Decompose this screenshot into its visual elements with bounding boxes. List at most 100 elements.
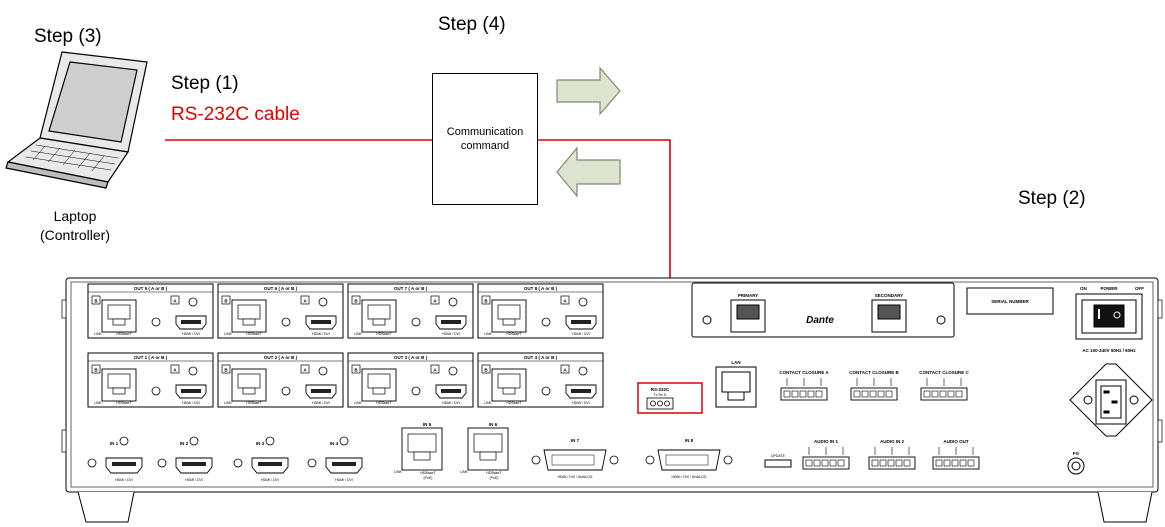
hdmi-pins [181,320,201,324]
output-label: OUT 4 ( A or B ) [524,355,558,360]
hdmi-label: HDMI / DVI [442,401,460,405]
contact-closure-a: CONTACT CLOSURE A [779,370,829,401]
terminal-slot [799,390,807,398]
screw [339,436,349,446]
indicator [151,317,161,327]
badge-a-text: A [303,299,307,304]
hdbaset-inner [367,373,391,389]
hdmi-pins [258,462,282,466]
laptop-caption-line2: (Controller) [39,227,110,243]
terminal-slot [807,390,815,398]
badge-a [560,295,570,305]
input-label: IN 7 [571,438,580,443]
screw [578,297,588,307]
hdmi-label: HDMI / DVI [442,332,460,336]
dvi-label: HDMI / DVI / ANALOG [557,475,592,479]
update-port [764,459,792,468]
output-label: OUT 6 ( A or B ) [264,286,298,291]
terminal-slot [959,459,967,467]
hdmi-pins [181,389,201,393]
terminal-slot [783,390,791,398]
lan-port [715,366,757,408]
audio-in-1-label: AUDIO IN 1 [814,439,839,444]
screw-left [645,455,655,465]
input-label: IN 5 [423,422,432,427]
secondary-label: SECONDARY [875,293,904,298]
badge-b-text: B [354,368,358,373]
serial-plate [966,287,1054,315]
hdmi-label: HDMI / DVI [182,332,200,336]
link-label: LINK [94,332,102,336]
terminal-slot [931,390,939,398]
lan-tab [413,451,431,461]
hdbaset-inner [367,304,391,320]
terminal-slot [943,459,951,467]
link-label: LINK [224,401,232,405]
hdbaset-tab [242,318,256,326]
hdmi-label: HDMI / DVI [335,478,353,482]
hdbaset-label: HDBaseT [506,332,522,336]
hdbaset-tab [372,387,386,395]
laptop-caption-line1: Laptop [53,208,97,224]
badge-b-text: B [224,299,228,304]
audio-in-2-label: AUDIO IN 2 [880,439,905,444]
input-label: IN 8 [685,438,694,443]
badge-b-text: B [94,368,98,373]
terminal-slot [895,459,903,467]
screw [318,297,328,307]
input-label: IN 1 [110,441,119,446]
hdbaset-inner [107,304,131,320]
dante-card [691,282,955,338]
output-label: OUT 5 ( A or B ) [134,286,168,291]
hdbaset-label: HDBaseT [420,471,436,475]
primary-label: PRIMARY [738,293,759,298]
hdmi-pins [182,462,206,466]
link-label: LINK [354,401,362,405]
link-label: LINK [484,401,492,405]
update-label: UPDATE [771,454,786,458]
terminal-slot [877,390,885,398]
link-label: LINK [224,332,232,336]
badge-a-text: A [303,368,307,373]
badge-b [481,364,491,374]
hdbaset-label: HDBaseT [376,332,392,336]
screw-left [531,455,541,465]
link-label: LINK [94,401,102,405]
output-label: OUT 1 ( A or B ) [134,355,168,360]
badge-a-text: A [173,368,177,373]
step1-label: Step (1) [171,73,239,94]
indicator [281,317,291,327]
dvi-input: IN 7 HDMI / DVI / ANALOG [531,438,619,479]
indicator [157,458,167,468]
hdmi-pins [311,320,331,324]
hdbaset-inner [497,373,521,389]
hdmi-label: HDMI / DVI [572,332,590,336]
terminal-slot [829,459,837,467]
indicator [541,386,551,396]
dvi-pins [665,454,709,466]
laptop-caption: Laptop (Controller) [20,207,130,245]
terminal-slot [853,390,861,398]
hdmi-label: HDMI / DVI [261,478,279,482]
input-label: IN 6 [489,422,498,427]
terminal-slot [955,390,963,398]
rs232c-pins: Tx Rx G [654,393,667,397]
serial-label: SERIAL NUMBER [991,299,1029,304]
indicator [151,386,161,396]
lan-inner [473,433,503,453]
hdbaset-tab [112,318,126,326]
ac-inlet [1069,363,1153,437]
hdbaset-tab [112,387,126,395]
hdbaset-label: HDBaseT [246,332,262,336]
output-label: OUT 7 ( A or B ) [394,286,428,291]
hdmi-label: HDMI / DVI [312,332,330,336]
input-label: IN 4 [330,441,339,446]
terminal-slot [869,390,877,398]
hdmi-pins [571,389,591,393]
badge-a-text: A [563,299,567,304]
